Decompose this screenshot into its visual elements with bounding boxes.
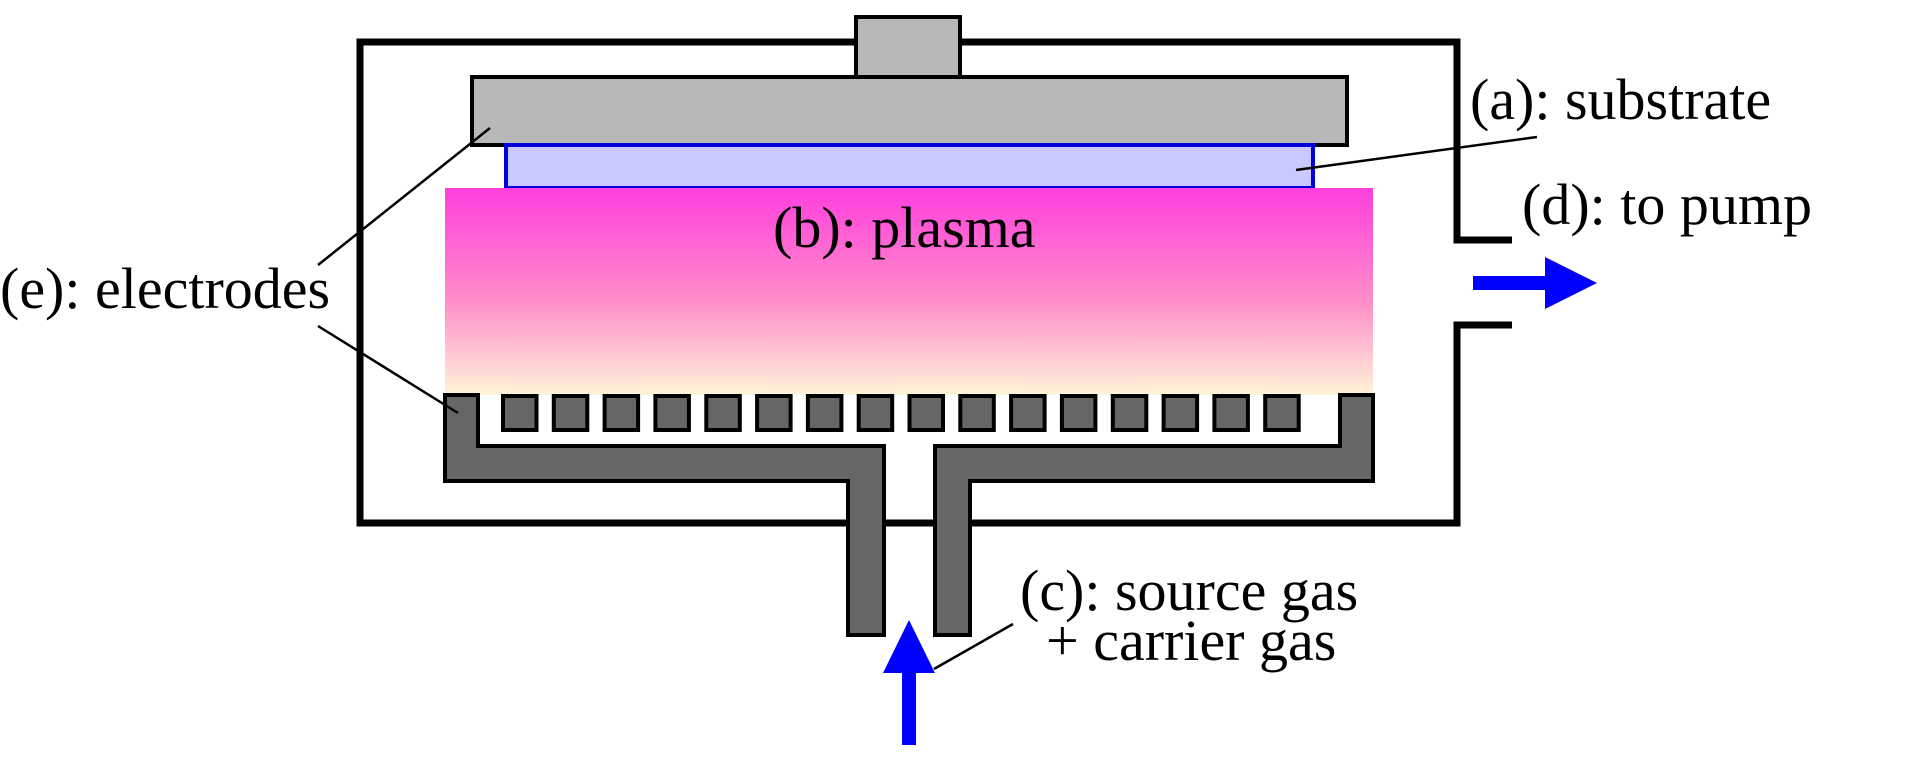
- gas-leader-line: [933, 622, 1014, 671]
- showerhead-segment: [958, 394, 996, 432]
- showerhead-segment: [704, 394, 742, 432]
- showerhead-segment: [501, 394, 539, 432]
- showerhead-segments: [501, 394, 1301, 432]
- showerhead-segment: [602, 394, 641, 432]
- plasma-region: [445, 188, 1373, 395]
- showerhead-segment: [856, 394, 895, 432]
- upper-electrode: [470, 75, 1349, 147]
- top-feedthrough: [854, 15, 962, 87]
- showerhead-segment: [1110, 394, 1149, 432]
- pump-outlet-arrow: [1473, 257, 1597, 309]
- showerhead-segment: [1059, 394, 1098, 432]
- showerhead-segment: [1161, 394, 1200, 432]
- showerhead-segment: [805, 394, 844, 432]
- substrate-label: (a): substrate: [1470, 67, 1771, 132]
- showerhead-segment: [1212, 394, 1250, 432]
- electrodes-label: (e): electrodes: [0, 256, 330, 321]
- electrode-leader-line-upper: [317, 127, 491, 266]
- lower-electrode: [443, 393, 886, 637]
- showerhead-segment: [1009, 394, 1047, 432]
- showerhead-segment: [907, 394, 945, 432]
- showerhead-segment: [755, 394, 793, 432]
- showerhead-segment: [1263, 394, 1301, 432]
- to-pump-label: (d): to pump: [1522, 172, 1812, 237]
- showerhead-segment: [551, 394, 590, 432]
- showerhead-segment: [653, 394, 691, 432]
- gas-inlet-arrow: [883, 620, 935, 745]
- chamber-wall: [356, 38, 1512, 527]
- substrate-leader-line: [1295, 135, 1538, 172]
- substrate: [504, 143, 1315, 190]
- carrier-gas-label: + carrier gas: [1046, 608, 1336, 673]
- electrode-leader-line-lower: [317, 324, 459, 415]
- source-gas-label: (c): source gas: [1020, 558, 1358, 623]
- lower-electrode-right: [933, 393, 1375, 637]
- plasma-label: (b): plasma: [773, 195, 1036, 260]
